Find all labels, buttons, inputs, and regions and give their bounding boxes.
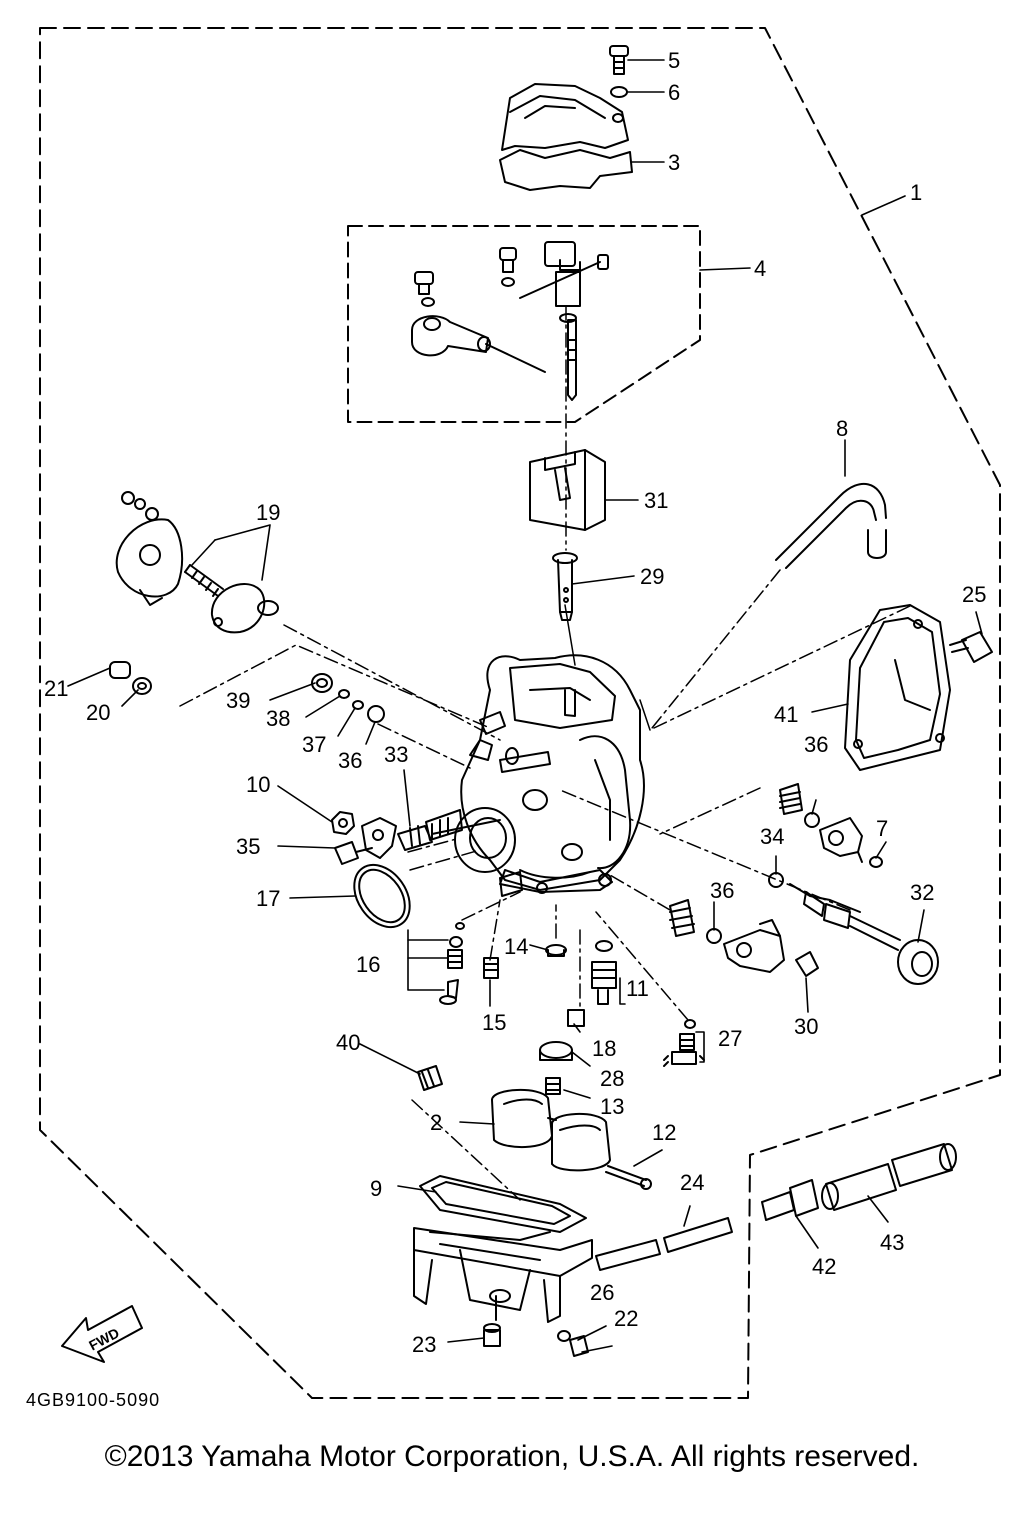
alignment-lines <box>179 305 911 1201</box>
drain-plug-part <box>417 1065 443 1091</box>
small-fittings-part <box>109 661 385 723</box>
float-parts <box>539 1041 573 1095</box>
drain-screw-part <box>483 1323 501 1347</box>
callout-3: 3 <box>668 150 680 175</box>
callout-29: 29 <box>640 564 664 589</box>
callout-labels: 5 6 3 1 4 8 31 29 19 25 41 21 20 39 38 3… <box>26 48 986 1410</box>
callout-38: 38 <box>266 706 290 731</box>
callout-8: 8 <box>836 416 848 441</box>
callout-14: 14 <box>504 934 528 959</box>
callout-40: 40 <box>336 1030 360 1055</box>
callout-35: 35 <box>236 834 260 859</box>
callout-5: 5 <box>668 48 680 73</box>
needle-assembly-part <box>411 241 609 401</box>
callout-21: 21 <box>44 676 68 701</box>
float-bowl-part <box>413 1175 593 1323</box>
callout-27: 27 <box>718 1026 742 1051</box>
jets-part <box>483 940 617 1027</box>
needle-jet-part <box>552 552 578 621</box>
callout-32: 32 <box>910 880 934 905</box>
callout-7: 7 <box>876 816 888 841</box>
leader-lines <box>67 59 983 1353</box>
assembly-boundary <box>39 27 1001 1399</box>
callout-18: 18 <box>592 1036 616 1061</box>
slide-valve-part <box>529 449 606 531</box>
callout-15: 15 <box>482 1010 506 1035</box>
float-part <box>491 1088 611 1172</box>
callout-22: 22 <box>614 1306 638 1331</box>
carb-outline-detail <box>564 604 651 731</box>
pilot-screw-part <box>439 922 465 1005</box>
hose-fitting-part <box>761 1143 957 1221</box>
callout-19: 19 <box>256 500 280 525</box>
idle-screw-part <box>663 1019 705 1067</box>
copyright-notice: ©2013 Yamaha Motor Corporation, U.S.A. A… <box>104 1440 920 1473</box>
overflow-screw-part <box>557 1330 589 1357</box>
callout-20: 20 <box>86 700 110 725</box>
callout-42: 42 <box>812 1254 836 1279</box>
vent-hose-part <box>775 482 887 569</box>
callout-34: 34 <box>760 824 784 849</box>
top-cover-part <box>499 83 633 191</box>
callout-16: 16 <box>356 952 380 977</box>
callout-2: 2 <box>430 1110 442 1135</box>
carburetor-exploded-diagram: 5 6 3 1 4 8 31 29 19 25 41 21 20 39 38 3… <box>26 27 1001 1410</box>
callout-36: 36 <box>338 748 362 773</box>
side-cover-part <box>844 604 951 771</box>
cover-screw-part <box>949 631 993 663</box>
carburetor-body-part <box>425 654 645 897</box>
callout-26: 26 <box>590 1280 614 1305</box>
callout-11: 11 <box>626 976 649 1001</box>
callout-17: 17 <box>256 886 280 911</box>
washer-part <box>610 86 628 98</box>
part-code: 4GB9100-5090 <box>26 1390 160 1410</box>
callout-1: 1 <box>910 180 922 205</box>
callout-39: 39 <box>226 688 250 713</box>
callout-43: 43 <box>880 1230 904 1255</box>
callout-37: 37 <box>302 732 326 757</box>
callout-36-b: 36 <box>804 732 828 757</box>
callout-12: 12 <box>652 1120 676 1145</box>
callout-31: 31 <box>644 488 668 513</box>
subassembly-box <box>347 225 701 423</box>
callout-10: 10 <box>246 772 270 797</box>
callout-30: 30 <box>794 1014 818 1039</box>
callout-6: 6 <box>668 80 680 105</box>
accelerator-pump-part <box>115 491 279 634</box>
throttle-lever-part <box>331 811 501 865</box>
o-ring-part <box>353 863 411 929</box>
callout-33: 33 <box>384 742 408 767</box>
overflow-tube-part <box>595 1217 733 1271</box>
callout-23: 23 <box>412 1332 436 1357</box>
fwd-arrow-icon <box>61 1305 143 1363</box>
screw-part <box>609 45 629 75</box>
callout-25: 25 <box>962 582 986 607</box>
callout-13: 13 <box>600 1094 624 1119</box>
callout-36-c: 36 <box>710 878 734 903</box>
callout-4: 4 <box>754 256 766 281</box>
callout-28: 28 <box>600 1066 624 1091</box>
callout-24: 24 <box>680 1170 704 1195</box>
callout-9: 9 <box>370 1176 382 1201</box>
callout-41: 41 <box>774 702 798 727</box>
float-pin-part <box>605 1165 652 1190</box>
